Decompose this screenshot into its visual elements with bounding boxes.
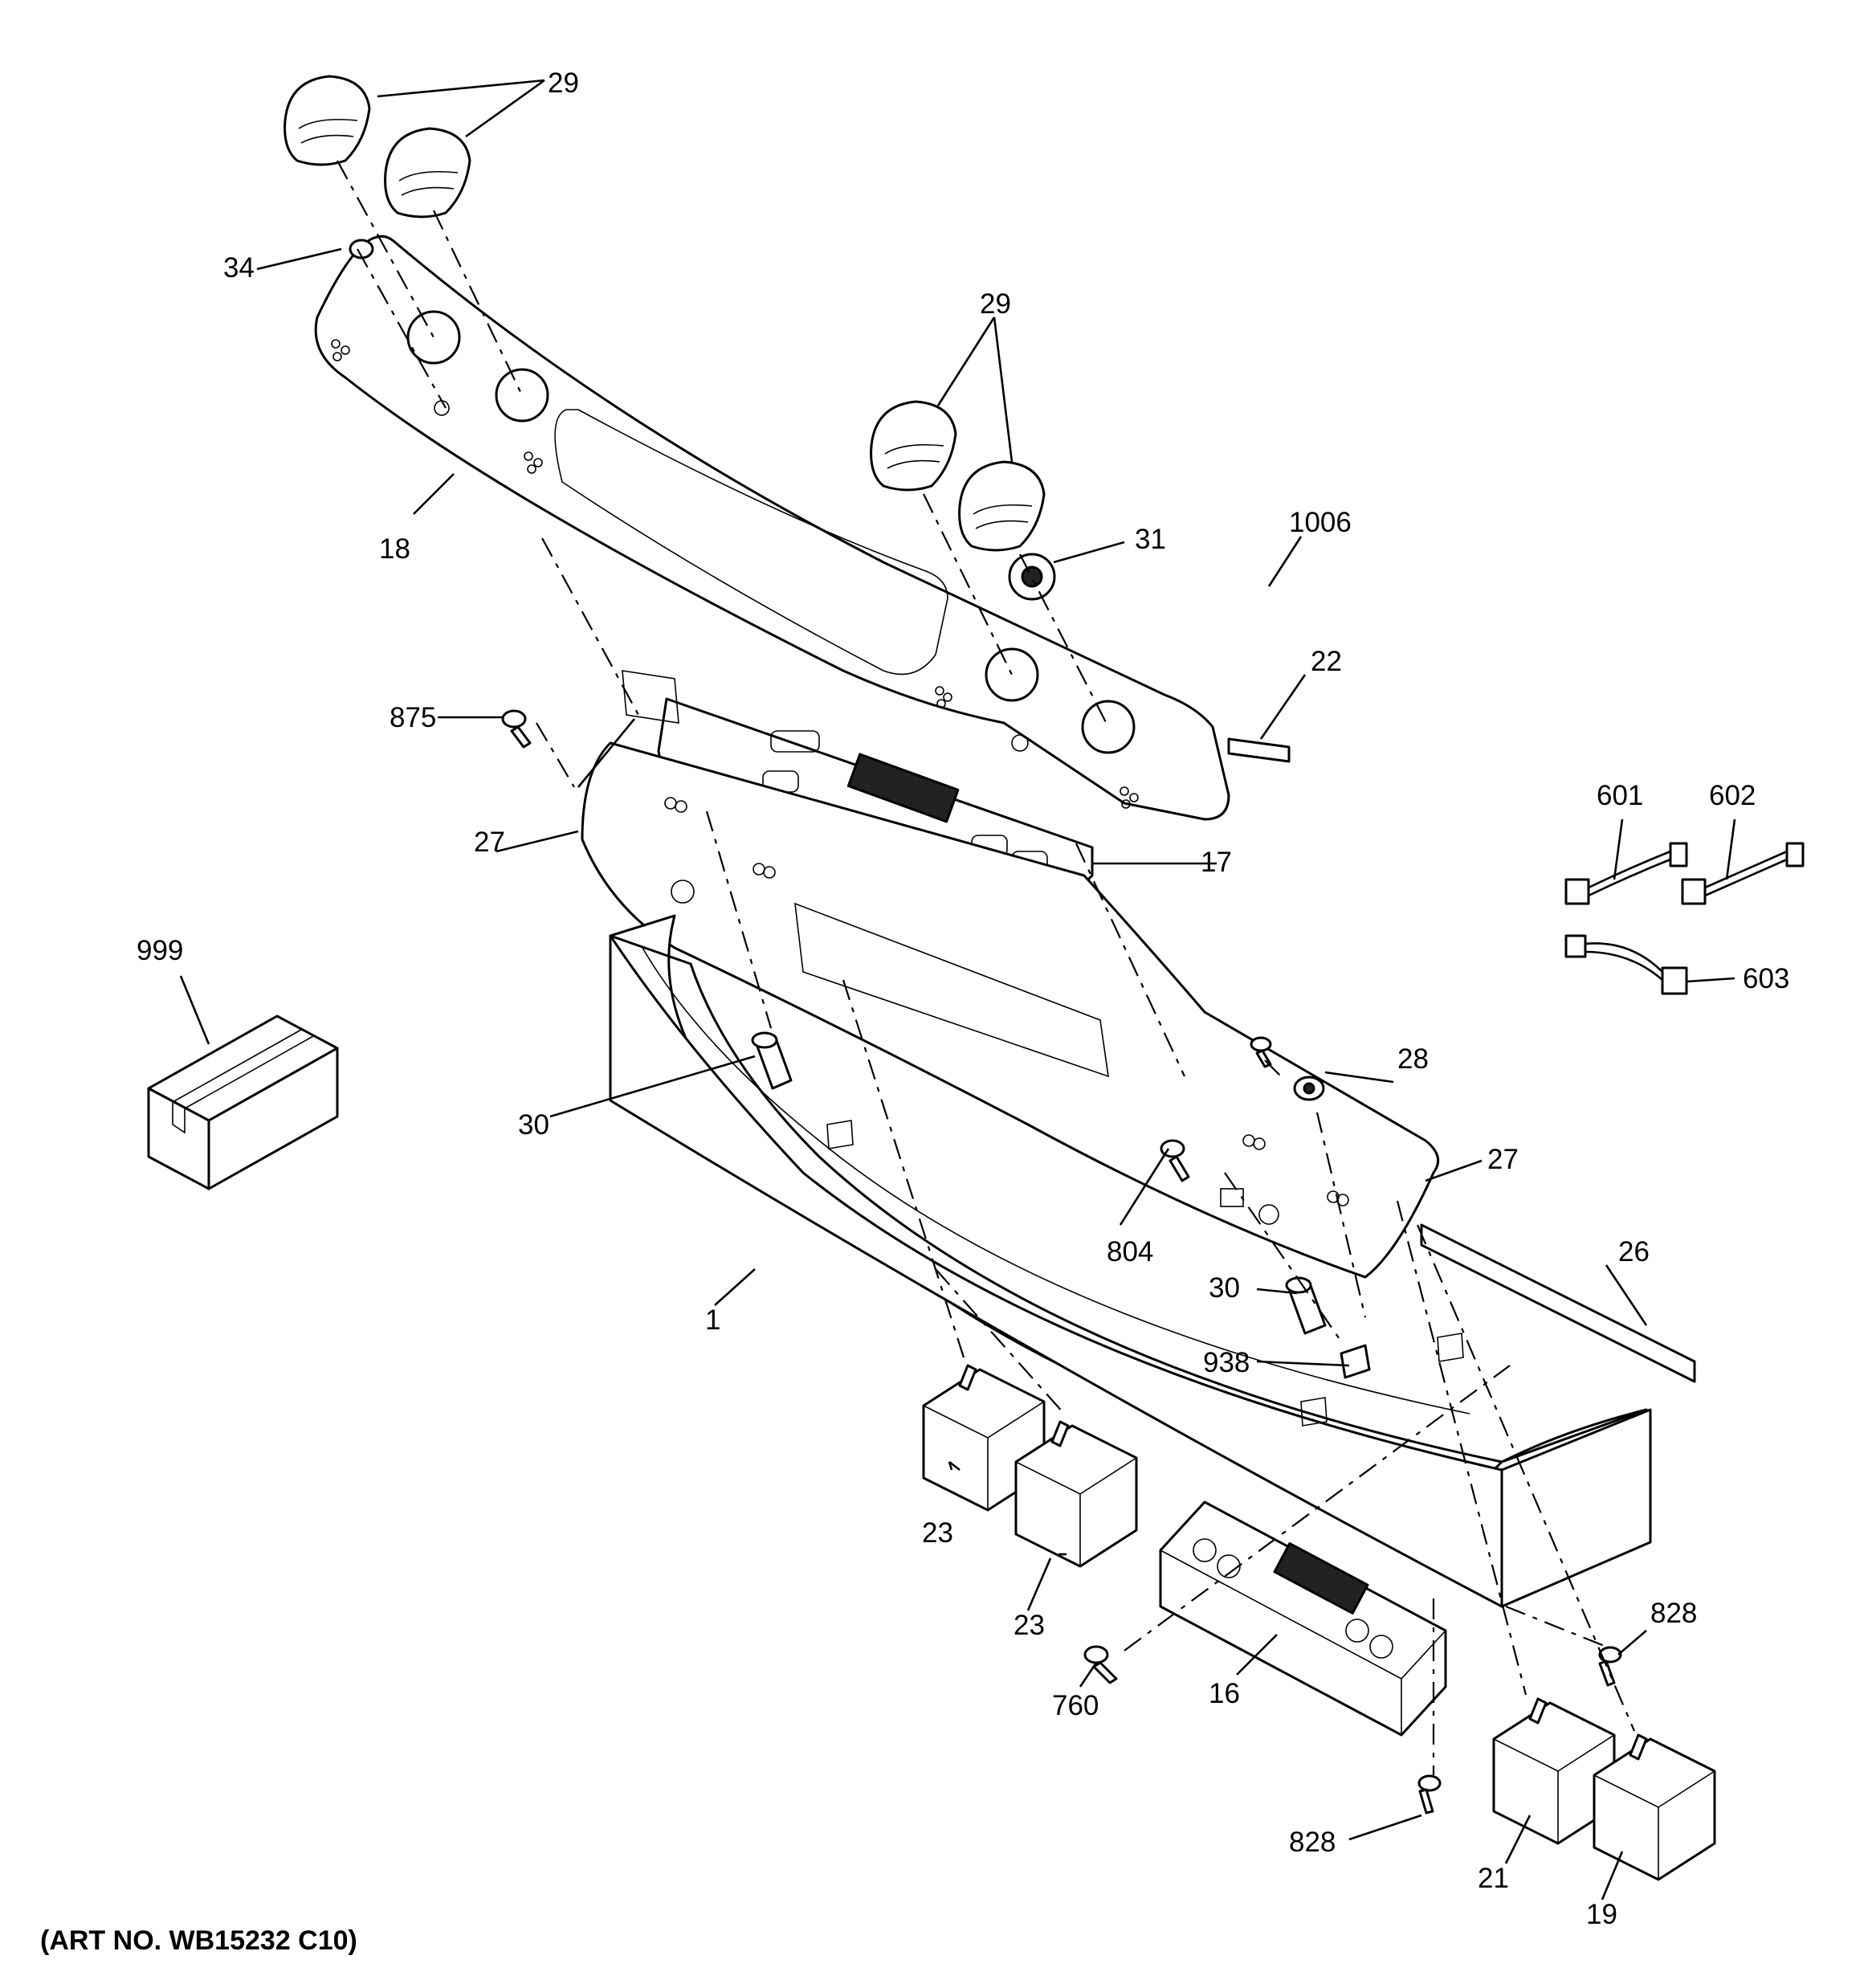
callout-16: 16 bbox=[1209, 1678, 1240, 1709]
wire-harness-icon bbox=[1564, 842, 1805, 995]
package-box-icon bbox=[147, 1014, 339, 1190]
callout-29-left: 29 bbox=[548, 67, 579, 99]
callout-18: 18 bbox=[379, 533, 410, 565]
leader-lines bbox=[179, 79, 1736, 1900]
backsplash-panel[interactable] bbox=[314, 235, 1230, 821]
callout-828-right: 828 bbox=[1650, 1598, 1697, 1629]
callout-601: 601 bbox=[1597, 780, 1643, 811]
callout-27-upper: 27 bbox=[474, 827, 505, 858]
callout-602: 602 bbox=[1709, 780, 1756, 811]
callout-938: 938 bbox=[1203, 1347, 1250, 1378]
callout-828-bottom: 828 bbox=[1289, 1827, 1336, 1858]
screw-icon bbox=[501, 709, 1622, 1815]
callout-21: 21 bbox=[1478, 1863, 1509, 1894]
infinite-switch-icon bbox=[922, 1364, 1716, 1881]
callout-29-right: 29 bbox=[980, 288, 1011, 320]
callout-1006: 1006 bbox=[1289, 507, 1352, 538]
trim-strip-22[interactable] bbox=[1227, 737, 1291, 763]
callout-23-b: 23 bbox=[1014, 1610, 1045, 1641]
callout-603: 603 bbox=[1743, 963, 1789, 994]
callout-17: 17 bbox=[1201, 847, 1232, 878]
callout-34: 34 bbox=[223, 252, 255, 284]
mounting-bracket[interactable] bbox=[581, 741, 1440, 1279]
callout-19: 19 bbox=[1586, 1899, 1617, 1930]
callout-27-lower: 27 bbox=[1487, 1144, 1519, 1175]
callout-23-a: 23 bbox=[922, 1517, 953, 1549]
callout-999: 999 bbox=[137, 935, 183, 966]
control-frame[interactable] bbox=[609, 914, 1652, 1608]
callout-875: 875 bbox=[390, 702, 436, 733]
oven-lamp-left[interactable] bbox=[751, 1031, 793, 1090]
assembly-lines bbox=[336, 160, 1636, 1775]
callout-30-left: 30 bbox=[518, 1109, 549, 1141]
callout-760: 760 bbox=[1052, 1690, 1099, 1721]
knob-icon bbox=[283, 75, 1046, 552]
callout-22: 22 bbox=[1311, 646, 1342, 677]
clip-938[interactable] bbox=[1340, 1344, 1371, 1379]
relay-board[interactable] bbox=[1159, 1500, 1447, 1737]
trim-strip-26[interactable] bbox=[1420, 1223, 1696, 1383]
art-number: (ART NO. WB15232 C10) bbox=[40, 1925, 357, 1956]
callout-labels: 29 34 18 29 31 22 875 27 17 601 602 603 … bbox=[40, 67, 1789, 1956]
callout-31: 31 bbox=[1135, 524, 1166, 555]
rotary-switch-31[interactable] bbox=[1008, 553, 1056, 601]
oven-lamp-right[interactable] bbox=[1285, 1276, 1327, 1335]
callout-26: 26 bbox=[1618, 1236, 1650, 1268]
callout-1: 1 bbox=[705, 1304, 720, 1336]
callout-28: 28 bbox=[1397, 1043, 1429, 1075]
callout-804: 804 bbox=[1107, 1236, 1153, 1268]
callout-30-right: 30 bbox=[1209, 1272, 1240, 1304]
